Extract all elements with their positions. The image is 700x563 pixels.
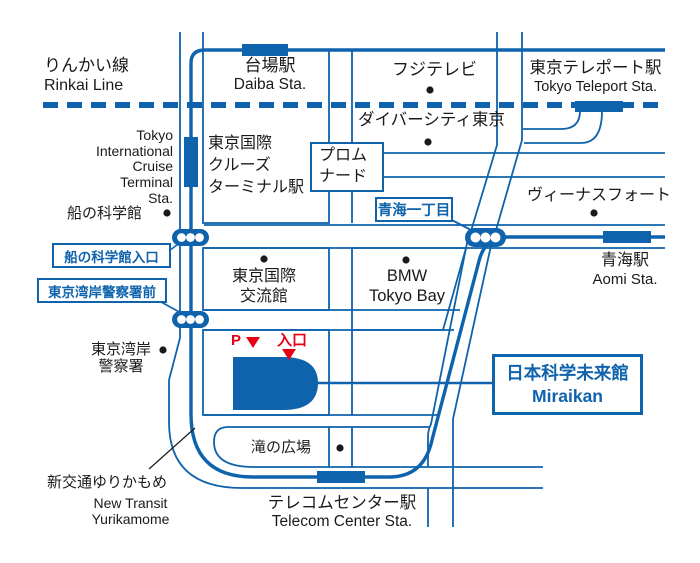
koryukan-label: 東京国際 交流館 [231,268,296,305]
divercity-dot [424,138,432,146]
road-diagonal-right-edge [452,240,493,527]
koryukan-dot [260,255,268,263]
telecom-station-label-en: Telecom Center Sta. [271,513,413,530]
fune-museum-dot [163,209,171,217]
teleport-station-label-ja: 東京テレポート駅 [529,59,662,77]
yurikamome-track [189,48,665,479]
entrance-label: 入口 [277,332,308,349]
aomi-itchome-badge: 青海一丁目 [375,197,453,222]
teleport-access-outer [523,110,581,130]
parking-label: P [231,332,242,349]
block-taki-plaza [213,426,543,468]
miraikan-building-shape [233,357,318,410]
police-hq-label: 東京湾岸 警察署 [90,341,151,375]
yurikamome-label-en: New Transit Yurikamome [91,495,170,528]
bmw-dot [402,256,410,264]
road-a [374,152,665,178]
miraikan-badge-en: Miraikan [532,385,603,406]
station-markers [184,44,651,483]
entrance-arrow-icon [282,349,296,360]
cruise-terminal-station-marker [184,137,198,187]
aomi-station-label-ja: 青海駅 [600,252,649,269]
rinkai-line-label-ja: りんかい線 [44,56,129,75]
intersection-markers [172,228,506,328]
road-c-police [204,309,460,331]
bmw-label: BMW Tokyo Bay [368,267,446,305]
telecom-station-label-ja: テレコムセンター駅 [267,494,417,512]
promenade-box: プロム ナード [310,142,384,192]
taki-plaza-dot [336,444,344,452]
fujitv-label: フジテレビ [392,60,477,79]
road-network [168,32,665,527]
venusfort-label: ヴィーナスフォート [527,187,672,204]
fune-museum-label: 船の科学館 [67,205,143,222]
miraikan-badge-ja: 日本科学未来館 [506,362,629,383]
rinkai-line-label-en: Rinkai Line [44,77,124,94]
taki-plaza-label: 滝の広場 [251,439,312,456]
parking-arrow-icon [246,337,260,348]
miraikan-badge: 日本科学未来館 Miraikan [492,354,643,415]
fune-entrance-badge: 船の科学館入口 [52,243,171,268]
cruise-terminal-label-en: Tokyo International Cruise Terminal Sta. [95,127,173,206]
road-b-aomi [204,224,665,249]
teleport-station-marker [575,101,623,112]
promenade-corridor-edges [328,188,353,467]
telecom-station-marker [317,471,365,483]
divercity-label: ダイバーシティ東京 [358,111,505,129]
road-diagonal-left-edge [427,232,470,527]
road-west-outer-edge [168,32,543,489]
road-teleport-right-edge [493,32,523,238]
aomi-station-marker [603,231,651,243]
venusfort-dot [590,209,598,217]
cruise-terminal-label-ja: 東京国際 クルーズ ターミナル駅 [208,135,305,197]
daiba-station-marker [242,44,288,56]
teleport-station-label-en: Tokyo Teleport Sta. [533,79,658,95]
daiba-station-label-ja: 台場駅 [244,56,296,75]
police-hq-dot [159,346,167,354]
place-dots [159,86,598,452]
teleport-access-inner [524,110,603,144]
road-teleport-left-edge [470,32,498,232]
fujitv-dot [426,86,434,94]
yurikamome-label-ja: 新交通ゆりかもめ [47,474,168,491]
daiba-station-label-en: Daiba Sta. [233,76,307,93]
aomi-station-label-en: Aomi Sta. [592,271,658,288]
police-stop-badge: 東京湾岸警察署前 [37,278,167,303]
yurikamome-leader [148,427,196,470]
